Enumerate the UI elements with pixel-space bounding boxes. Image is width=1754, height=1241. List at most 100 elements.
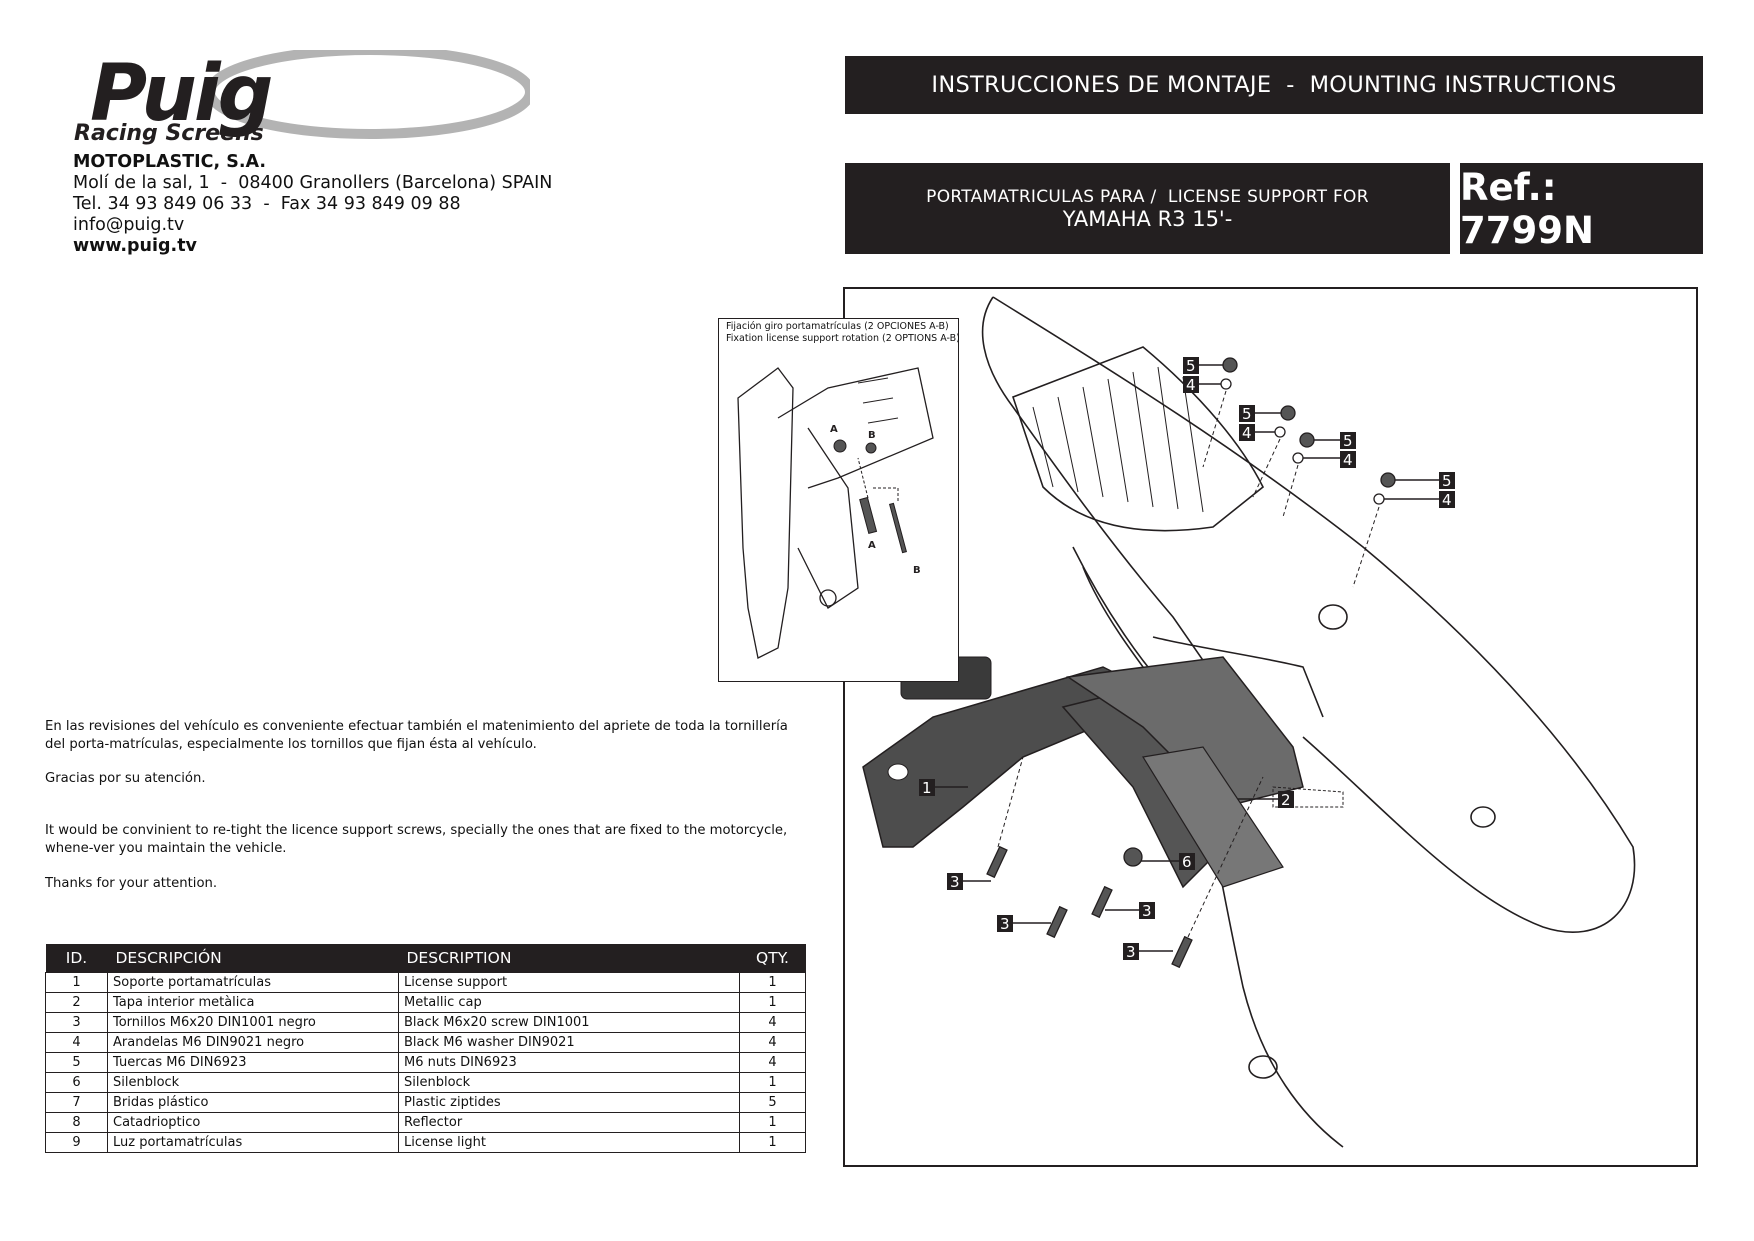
header-qty: QTY. <box>739 944 806 973</box>
row-qty: 4 <box>739 1012 806 1033</box>
detail-bracket-plate <box>737 367 794 659</box>
svg-text:4: 4 <box>1343 451 1353 469</box>
maintenance-note-es: En las revisiones del vehículo es conven… <box>45 719 788 752</box>
nut-5d <box>1380 472 1396 488</box>
row-id: 3 <box>45 1012 108 1033</box>
instructions-title-bar: INSTRUCCIONES DE MONTAJE - MOUNTING INST… <box>845 56 1703 114</box>
mounting-plate <box>1142 746 1284 888</box>
detail-nut-a <box>833 439 847 453</box>
tail-fairing-outline <box>992 296 1636 933</box>
callout-5a: 5 <box>1183 357 1199 375</box>
detail-screw-a <box>859 496 878 535</box>
assembly-diagram-frame <box>843 287 1698 1167</box>
seat-pattern <box>1032 366 1204 513</box>
svg-text:6: 6 <box>1182 853 1192 871</box>
row-desc-es: Soporte portamatrículas <box>107 972 399 993</box>
svg-text:1: 1 <box>922 779 932 797</box>
fairing-hole-2 <box>1470 806 1496 828</box>
row-qty: 4 <box>739 1032 806 1053</box>
guide-line-2 <box>1252 438 1281 498</box>
callout-4a: 4 <box>1183 376 1199 394</box>
row-desc-en: Plastic ziptides <box>398 1092 740 1113</box>
fairing-hole-3 <box>1248 1055 1278 1079</box>
reflector-fins <box>1272 786 1344 808</box>
svg-text:3: 3 <box>1142 902 1152 920</box>
company-info: MOTOPLASTIC, S.A. Molí de la sal, 1 - 08… <box>73 152 552 257</box>
row-id: 6 <box>45 1072 108 1093</box>
product-bar: PORTAMATRICULAS PARA / LICENSE SUPPORT F… <box>845 163 1450 254</box>
detail-caption-en: Fixation license support rotation (2 OPT… <box>726 333 960 344</box>
rotation-detail-diagram: A B A B <box>737 367 934 659</box>
washer-4b <box>1274 426 1286 438</box>
detail-guide-b <box>873 487 899 503</box>
svg-text:3: 3 <box>1000 915 1010 933</box>
detail-upper-frame <box>777 367 934 489</box>
row-desc-en: License light <box>398 1132 740 1153</box>
callout-4d: 4 <box>1439 491 1455 509</box>
screw-3b <box>1046 905 1068 939</box>
svg-text:5: 5 <box>1343 432 1353 450</box>
row-desc-en: M6 nuts DIN6923 <box>398 1052 740 1073</box>
instructions-title: INSTRUCCIONES DE MONTAJE - MOUNTING INST… <box>931 72 1617 98</box>
nut-5b <box>1280 405 1296 421</box>
detail-label-b-bottom: B <box>913 565 921 576</box>
company-phone: Tel. 34 93 849 06 33 - Fax 34 93 849 09 … <box>73 194 461 214</box>
detail-inset-frame <box>718 318 959 682</box>
company-website[interactable]: www.puig.tv <box>73 236 197 256</box>
callout-6: 6 <box>1179 853 1195 871</box>
row-qty: 1 <box>739 992 806 1013</box>
reference-number: Ref.: 7799N <box>1460 165 1594 252</box>
fairing-hole-1 <box>1318 604 1348 630</box>
row-desc-es: Tuercas M6 DIN6923 <box>107 1052 399 1073</box>
company-address: Molí de la sal, 1 - 08400 Granollers (Ba… <box>73 173 553 193</box>
row-desc-en: Silenblock <box>398 1072 740 1093</box>
svg-text:3: 3 <box>1126 943 1136 961</box>
logo-swoosh <box>205 50 530 139</box>
callout-3c: 3 <box>1139 902 1155 920</box>
row-desc-es: Luz portamatrículas <box>107 1132 399 1153</box>
callout-1: 1 <box>919 779 935 797</box>
detail-pin-b <box>888 502 908 554</box>
detail-guide-a <box>857 457 869 499</box>
nut-5a <box>1222 357 1238 373</box>
row-desc-es: Tornillos M6x20 DIN1001 negro <box>107 1012 399 1033</box>
row-qty: 1 <box>739 1132 806 1153</box>
nut-5c <box>1299 432 1315 448</box>
detail-hole <box>819 589 837 607</box>
screw-3a <box>986 845 1008 879</box>
tail-inner-line <box>981 296 1264 748</box>
logo-tagline: Racing Screens <box>74 121 264 145</box>
screw-3c <box>1091 885 1113 919</box>
company-email[interactable]: info@puig.tv <box>73 215 185 235</box>
row-desc-en: License support <box>398 972 740 993</box>
row-desc-en: Black M6 washer DIN9021 <box>398 1032 740 1053</box>
svg-text:3: 3 <box>950 873 960 891</box>
underbody-line-2 <box>1152 636 1324 718</box>
row-id: 8 <box>45 1112 108 1133</box>
row-id: 5 <box>45 1052 108 1073</box>
row-id: 9 <box>45 1132 108 1153</box>
row-qty: 5 <box>739 1092 806 1113</box>
thanks-note-es: Gracias por su atención. <box>45 771 206 786</box>
washer-4d <box>1373 493 1385 505</box>
svg-text:4: 4 <box>1186 376 1196 394</box>
row-desc-es: Tapa interior metàlica <box>107 992 399 1013</box>
svg-text:5: 5 <box>1186 357 1196 375</box>
row-desc-es: Catadrioptico <box>107 1112 399 1133</box>
header-desc-es: DESCRIPCIÓN <box>107 944 399 973</box>
maintenance-note-en: It would be convinient to re-tight the l… <box>45 823 788 856</box>
row-qty: 4 <box>739 1052 806 1073</box>
row-desc-es: Arandelas M6 DIN9021 negro <box>107 1032 399 1053</box>
row-id: 4 <box>45 1032 108 1053</box>
callout-5d: 5 <box>1439 472 1455 490</box>
row-id: 2 <box>45 992 108 1013</box>
callout-3d: 3 <box>1123 943 1139 961</box>
screw-3d <box>1171 935 1193 969</box>
row-desc-en: Metallic cap <box>398 992 740 1013</box>
header-desc-en: DESCRIPTION <box>398 944 740 973</box>
